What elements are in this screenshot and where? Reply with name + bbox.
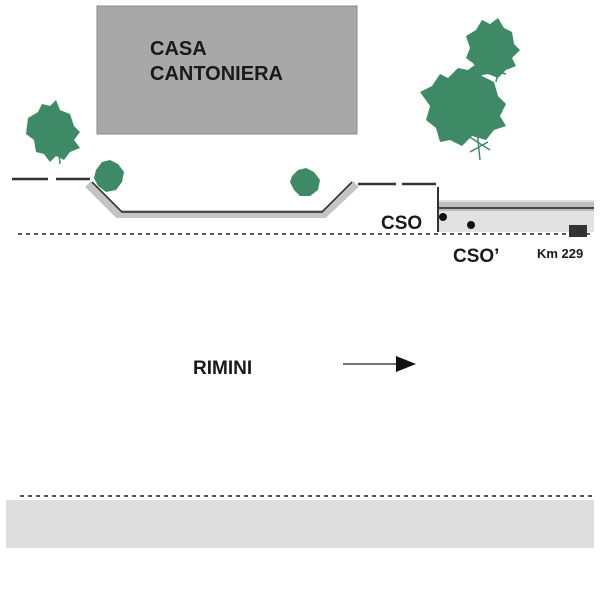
km-label: Km 229: [537, 246, 583, 261]
cso-prime-label: CSO’: [453, 246, 499, 267]
tree-icon: [466, 18, 520, 83]
tree-icon: [290, 168, 320, 196]
direction-label: RIMINI: [193, 358, 252, 379]
lay-by-edge-line: [91, 181, 353, 213]
cso-prime-point: [467, 221, 475, 229]
tree-icon: [94, 160, 124, 192]
lay-by-band: [85, 181, 359, 218]
cso-label: CSO: [381, 213, 422, 234]
shoulder-strip-dark: [439, 202, 594, 211]
casa-cantoniera-building: [96, 5, 358, 135]
tree-icon: [26, 100, 80, 165]
building-label-line1: CASA: [150, 38, 207, 60]
tree-icon: [420, 64, 506, 161]
cso-point: [439, 213, 447, 221]
km-marker: [569, 225, 587, 237]
arrow-right-icon: [396, 356, 416, 372]
opposite-shoulder-band: [6, 500, 594, 548]
building-label-line2: CANTONIERA: [150, 63, 283, 85]
